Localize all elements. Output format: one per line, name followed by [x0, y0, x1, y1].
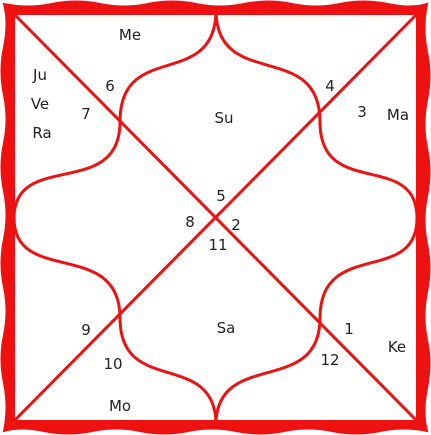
- house-number-11: 11: [208, 236, 228, 254]
- house-number-2: 2: [231, 216, 241, 234]
- planet-venus: Ve: [30, 95, 50, 113]
- house-number-4: 4: [325, 77, 335, 95]
- planet-saturn: Sa: [216, 319, 236, 337]
- planet-mercury: Me: [118, 26, 142, 44]
- planet-jupiter: Ju: [33, 66, 47, 84]
- house-number-1: 1: [344, 320, 354, 338]
- planet-sun: Su: [214, 109, 234, 127]
- house-number-5: 5: [216, 187, 226, 205]
- inner-diamond: [12, 13, 419, 422]
- house-number-6: 6: [105, 77, 115, 95]
- planet-mars: Ma: [386, 106, 410, 124]
- planet-moon: Mo: [108, 397, 132, 415]
- house-number-8: 8: [185, 213, 195, 231]
- diagonal-anti: [12, 12, 419, 423]
- house-number-9: 9: [81, 321, 91, 339]
- planet-rahu: Ra: [32, 124, 52, 142]
- house-number-7: 7: [81, 105, 91, 123]
- house-number-3: 3: [357, 103, 367, 121]
- house-number-12: 12: [320, 351, 340, 369]
- planet-ketu: Ke: [387, 338, 407, 356]
- house-number-10: 10: [103, 355, 123, 373]
